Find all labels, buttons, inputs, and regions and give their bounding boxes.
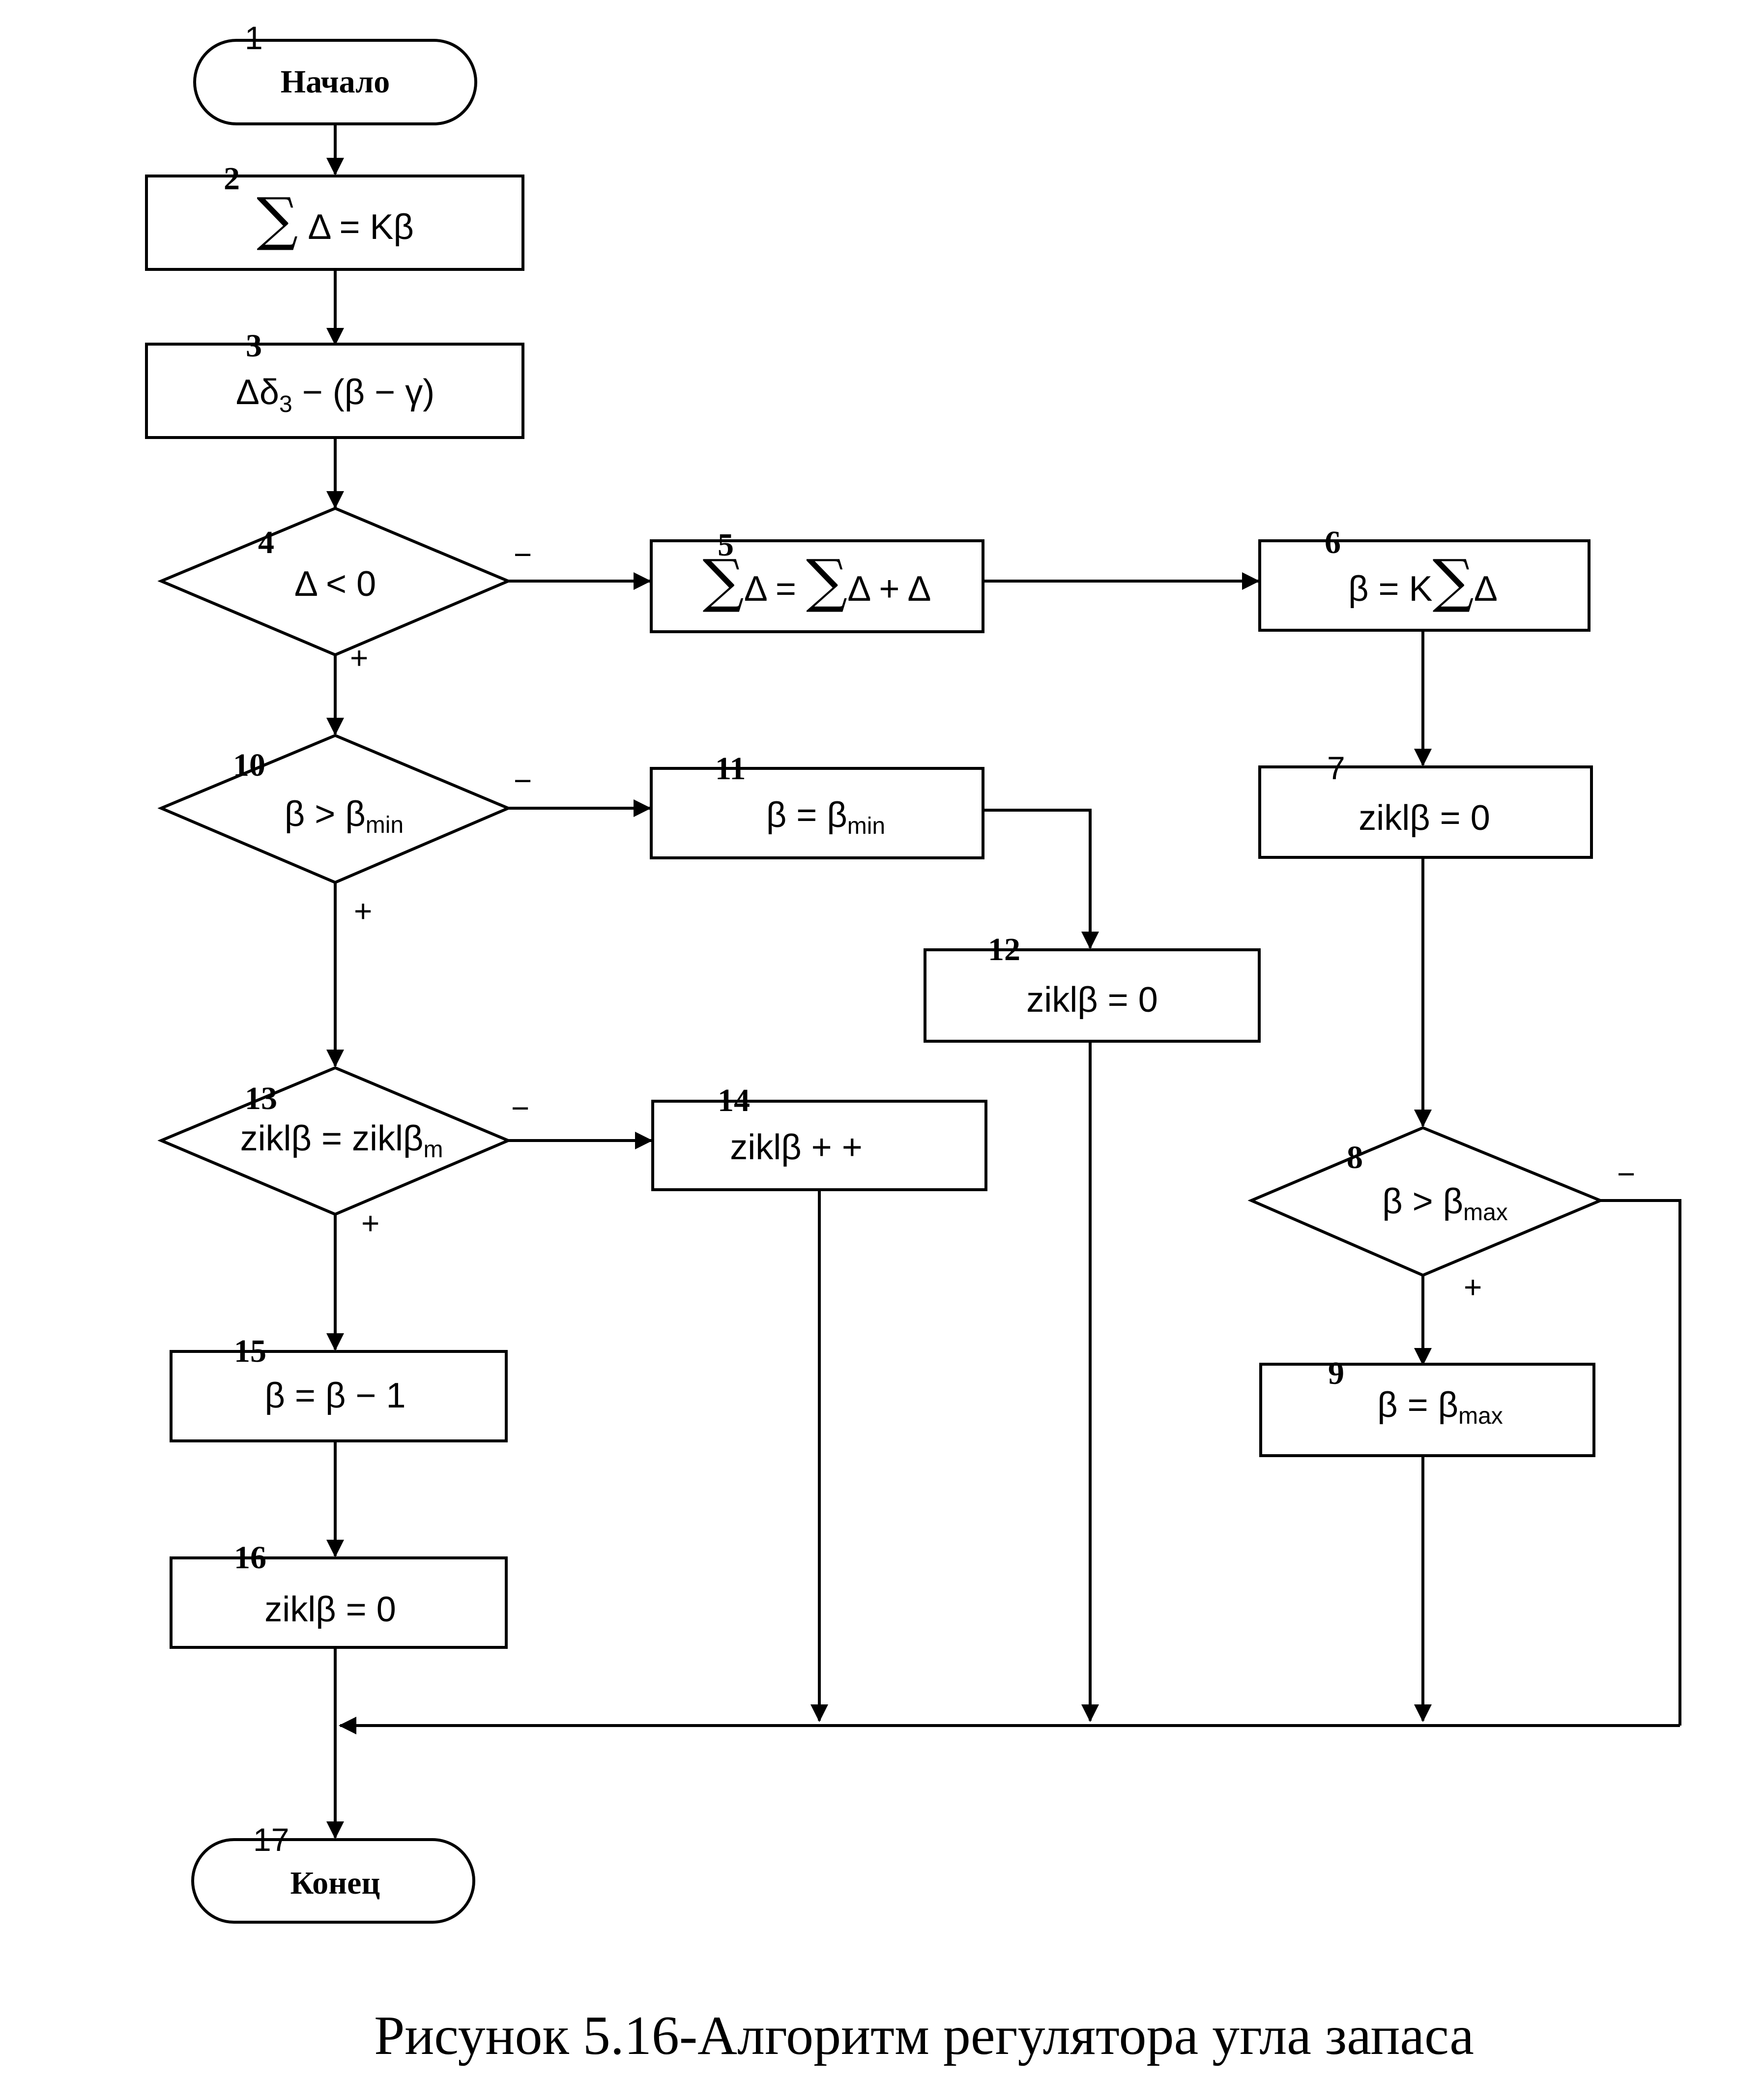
block-start: 1 Начало [193,20,477,125]
decision-10: 10 β > βmin − + [157,733,532,929]
end-label: Конец [290,1865,380,1901]
figure-caption: Рисунок 5.16-Алгоритм регулятора угла за… [374,2005,1474,2066]
decision-diamond-8 [1247,1126,1604,1277]
block-number-11: 11 [715,751,746,787]
formula-14: ziklβ + + [730,1128,863,1167]
block-number-7: 7 [1327,750,1345,786]
decision-4: 4 Δ < 0 − + [157,506,532,675]
formula-12: ziklβ = 0 [1026,980,1158,1020]
process-box-3 [145,343,524,439]
process-box-11 [650,767,984,859]
block-2: 2 ∑Δ = Kβ [145,161,524,271]
condition-8: β > βmax [1382,1182,1508,1226]
sum-symbol: ∑ [257,185,298,253]
block-end: 17 Конец [191,1821,475,1924]
process-box-6 [1258,539,1590,632]
decision-diamond-10 [157,733,512,884]
branch-label-8-no: − [1617,1156,1635,1192]
line-8-no-branch [1600,1199,1681,1726]
block-number-9: 9 [1328,1355,1344,1391]
formula-9: β = βmax [1377,1385,1503,1429]
block-15: 15 β = β − 1 [170,1333,508,1442]
formula-11: β = βmin [766,795,885,839]
block-number-17: 17 [253,1821,289,1858]
decision-diamond-4 [157,506,512,657]
block-number-10: 10 [233,747,265,783]
decision-diamond-13 [157,1066,512,1216]
process-box-7 [1258,765,1593,859]
block-number-1: 1 [245,20,263,56]
block-number-8: 8 [1347,1140,1363,1175]
process-box-5 [650,539,984,633]
formula-15: β = β − 1 [265,1376,406,1415]
block-number-15: 15 [234,1333,266,1369]
decision-8: 8 β > βmax − + [1247,1126,1635,1305]
block-number-4: 4 [258,525,274,560]
condition-13: ziklβ = ziklβm [240,1119,443,1163]
arrow-11-12 [983,809,1099,949]
process-box-15 [170,1350,508,1442]
formula-3: Δδ3 − (β − γ) [236,373,434,417]
condition-4: Δ < 0 [294,564,376,604]
formula-6: β = K∑Δ [1348,547,1498,615]
block-9: 9 β = βmax [1259,1355,1595,1457]
block-number-2: 2 [224,161,240,197]
block-number-6: 6 [1325,525,1341,560]
block-12: 12 ziklβ = 0 [924,932,1261,1043]
process-box-14 [651,1100,987,1191]
block-5: 5 ∑Δ = ∑Δ + Δ [650,527,984,633]
condition-10: β > βmin [285,794,404,838]
branch-label-13-no: − [511,1090,529,1126]
block-number-12: 12 [988,932,1020,967]
branch-label-10-yes: + [354,893,372,929]
start-terminal [193,39,477,125]
branch-label-10-no: − [514,763,532,798]
block-number-3: 3 [246,328,262,364]
branch-label-8-yes: + [1464,1269,1482,1305]
block-number-13: 13 [245,1081,277,1116]
branch-label-4-no: − [514,537,532,572]
end-terminal [191,1838,475,1924]
process-box-12 [924,948,1261,1043]
formula-16: ziklβ = 0 [264,1590,396,1629]
block-number-5: 5 [718,527,734,563]
block-6: 6 β = K∑Δ [1258,525,1590,632]
block-7: 7 ziklβ = 0 [1258,750,1593,859]
connectors [326,124,1681,1839]
process-box-16 [170,1556,508,1649]
branch-label-4-yes: + [350,640,368,675]
formula-2: ∑Δ = Kβ [257,185,414,253]
decision-13: 13 ziklβ = ziklβm − + [157,1066,529,1241]
start-label: Начало [281,64,390,100]
process-box-9 [1259,1363,1595,1457]
block-number-14: 14 [718,1083,750,1118]
block-14: 14 ziklβ + + [651,1083,987,1191]
branch-label-13-yes: + [361,1205,379,1241]
formula-5: ∑Δ = ∑Δ + Δ [703,547,931,615]
process-box-2 [145,175,524,271]
block-number-16: 16 [234,1540,266,1576]
block-3: 3 Δδ3 − (β − γ) [145,328,524,439]
formula-7: ziklβ = 0 [1359,798,1490,838]
block-11: 11 β = βmin [650,751,984,859]
block-16: 16 ziklβ = 0 [170,1540,508,1649]
